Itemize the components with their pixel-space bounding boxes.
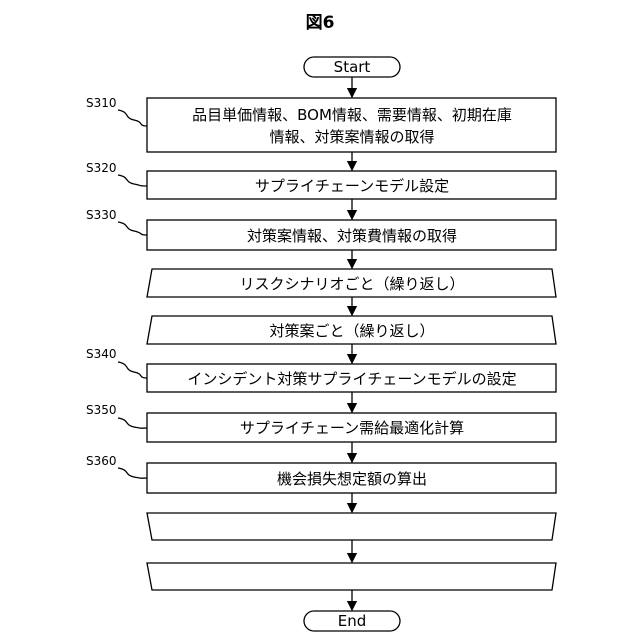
leader-s310 <box>118 110 147 126</box>
loop1-text: リスクシナリオごと（繰り返し） <box>239 275 464 293</box>
s330-text: 対策案情報、対策費情報の取得 <box>247 227 457 245</box>
s340-text: インシデント対策サプライチェーンモデルの設定 <box>187 370 516 388</box>
loop2-text: 対策案ごと（繰り返し） <box>269 322 434 340</box>
step-id-s340: S340 <box>86 347 117 361</box>
leader-s330 <box>118 222 147 235</box>
leader-s340 <box>118 362 147 378</box>
loop-end-countermeasure <box>147 513 556 540</box>
step-id-s310: S310 <box>86 96 117 110</box>
s310-text-line1: 品目単価情報、BOM情報、需要情報、初期在庫 <box>192 106 512 124</box>
step-id-s350: S350 <box>86 403 117 417</box>
start-label: Start <box>334 58 371 76</box>
s310-text-line2: 情報、対策案情報の取得 <box>269 128 434 146</box>
s360-text: 機会損失想定額の算出 <box>277 470 427 488</box>
leader-s320 <box>118 175 147 186</box>
end-label: End <box>338 612 367 630</box>
step-id-s360: S360 <box>86 454 117 468</box>
s350-text: サプライチェーン需給最適化計算 <box>240 419 464 437</box>
s320-text: サプライチェーンモデル設定 <box>255 177 449 195</box>
leader-s360 <box>118 468 147 478</box>
loop-end-risk-scenario <box>147 563 556 590</box>
leader-s350 <box>118 418 147 428</box>
step-id-s330: S330 <box>86 208 117 222</box>
step-id-s320: S320 <box>86 161 117 175</box>
